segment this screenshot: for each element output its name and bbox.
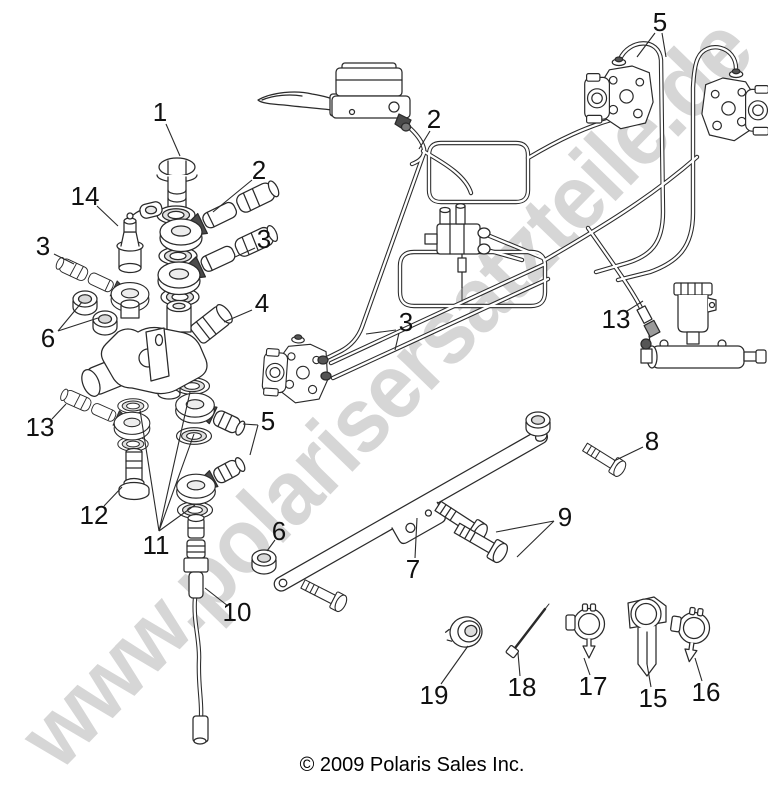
bolt-8-drawing (579, 439, 629, 479)
callout-9: 9 (558, 502, 572, 532)
callout-7: 7 (406, 554, 420, 584)
clamp-bracket-15-drawing (627, 596, 667, 677)
callout-5-top: 5 (653, 7, 667, 37)
grommet-19-drawing (444, 616, 483, 648)
callout-2-left: 2 (252, 155, 266, 185)
clamp-16-drawing (665, 604, 713, 665)
callout-11: 11 (143, 530, 170, 560)
bolt-lower-left-drawing (298, 575, 350, 614)
callout-16: 16 (692, 677, 721, 707)
callout-8: 8 (645, 426, 659, 456)
callout-6-left: 6 (41, 323, 55, 353)
callout-5-left: 5 (261, 406, 275, 436)
cable-tie-18-drawing (505, 603, 550, 659)
callout-19: 19 (420, 680, 449, 710)
rear-master-cylinder-drawing (636, 282, 767, 369)
hose-10-drawing (183, 513, 209, 745)
callout-17: 17 (579, 671, 608, 701)
callout-1: 1 (153, 97, 167, 127)
hose-13-left-drawing (57, 385, 151, 441)
callout-12: 12 (80, 500, 109, 530)
callout-3-center: 3 (399, 307, 413, 337)
callout-3-mid: 3 (257, 224, 271, 254)
callout-4: 4 (255, 288, 269, 318)
callout-14: 14 (71, 181, 100, 211)
junction-block-4-drawing (81, 299, 233, 400)
nuts-6-left-drawing (72, 290, 118, 336)
pressure-switch-14-drawing (116, 201, 163, 274)
callout-13-right: 13 (602, 304, 631, 334)
nut-6-right-drawing (251, 549, 277, 575)
callout-3-left: 3 (36, 231, 50, 261)
clamp-17-drawing (565, 603, 606, 659)
callout-13-left: 13 (26, 412, 55, 442)
front-master-cylinder-drawing (257, 62, 412, 132)
callout-15: 15 (639, 683, 668, 713)
rear-caliper-drawing (260, 332, 332, 406)
callout-2-top: 2 (427, 104, 441, 134)
installed-junction-drawing (424, 203, 491, 302)
banjo-bolt-12-drawing (118, 447, 150, 501)
callout-10: 10 (223, 597, 252, 627)
callout-leaders (51, 32, 703, 688)
callout-18: 18 (508, 672, 537, 702)
callout-6-right: 6 (272, 516, 286, 546)
copyright-text: © 2009 Polaris Sales Inc. (300, 754, 525, 776)
callout-labels: 1 2 14 3 3 4 6 13 5 12 11 6 10 2 3 5 13 … (26, 7, 721, 713)
